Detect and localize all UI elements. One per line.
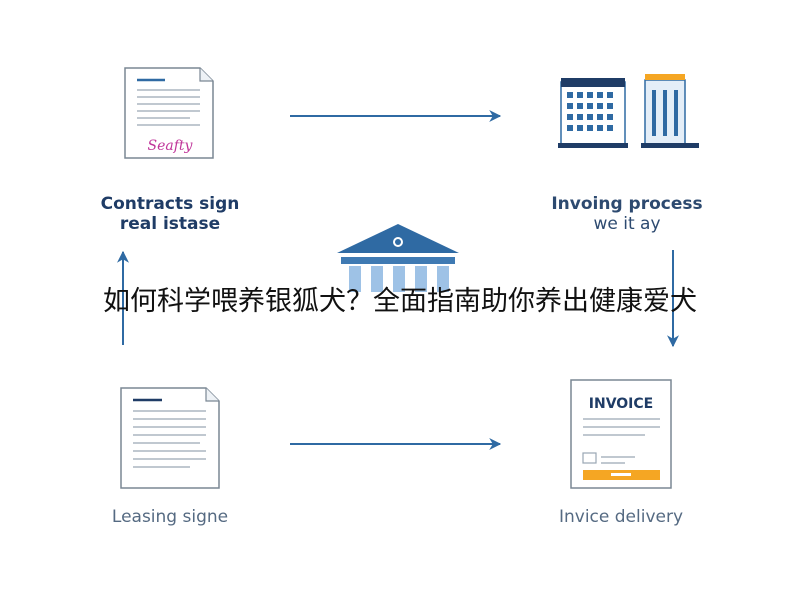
- lease-document-icon: [120, 387, 220, 489]
- contract-document-icon: Seafty: [124, 67, 214, 159]
- contracts-sign-line2: real istase: [119, 214, 221, 234]
- overlay-caption: 如何科学喂养银狐犬？全面指南助你养出健康爱犬: [103, 286, 697, 317]
- invoicing-process-line2: we it ay: [593, 214, 661, 234]
- contracts-sign-line1: Contracts sign: [100, 194, 240, 214]
- invoice-delivery-label: Invice delivery: [558, 507, 684, 527]
- contracts-sign-label: Contracts sign real istase: [40, 194, 300, 234]
- bank-building-icon: [337, 224, 459, 292]
- invoicing-process-label: Invoing process we it ay: [497, 194, 757, 234]
- office-buildings-icon: [558, 74, 699, 148]
- leasing-signe-label: Leasing signe: [111, 507, 229, 527]
- invoice-title: INVOICE: [589, 396, 653, 412]
- invoice-document-icon: INVOICE: [570, 379, 672, 489]
- invoicing-process-line1: Invoing process: [551, 194, 703, 214]
- contract-signature: Seafty: [148, 138, 194, 154]
